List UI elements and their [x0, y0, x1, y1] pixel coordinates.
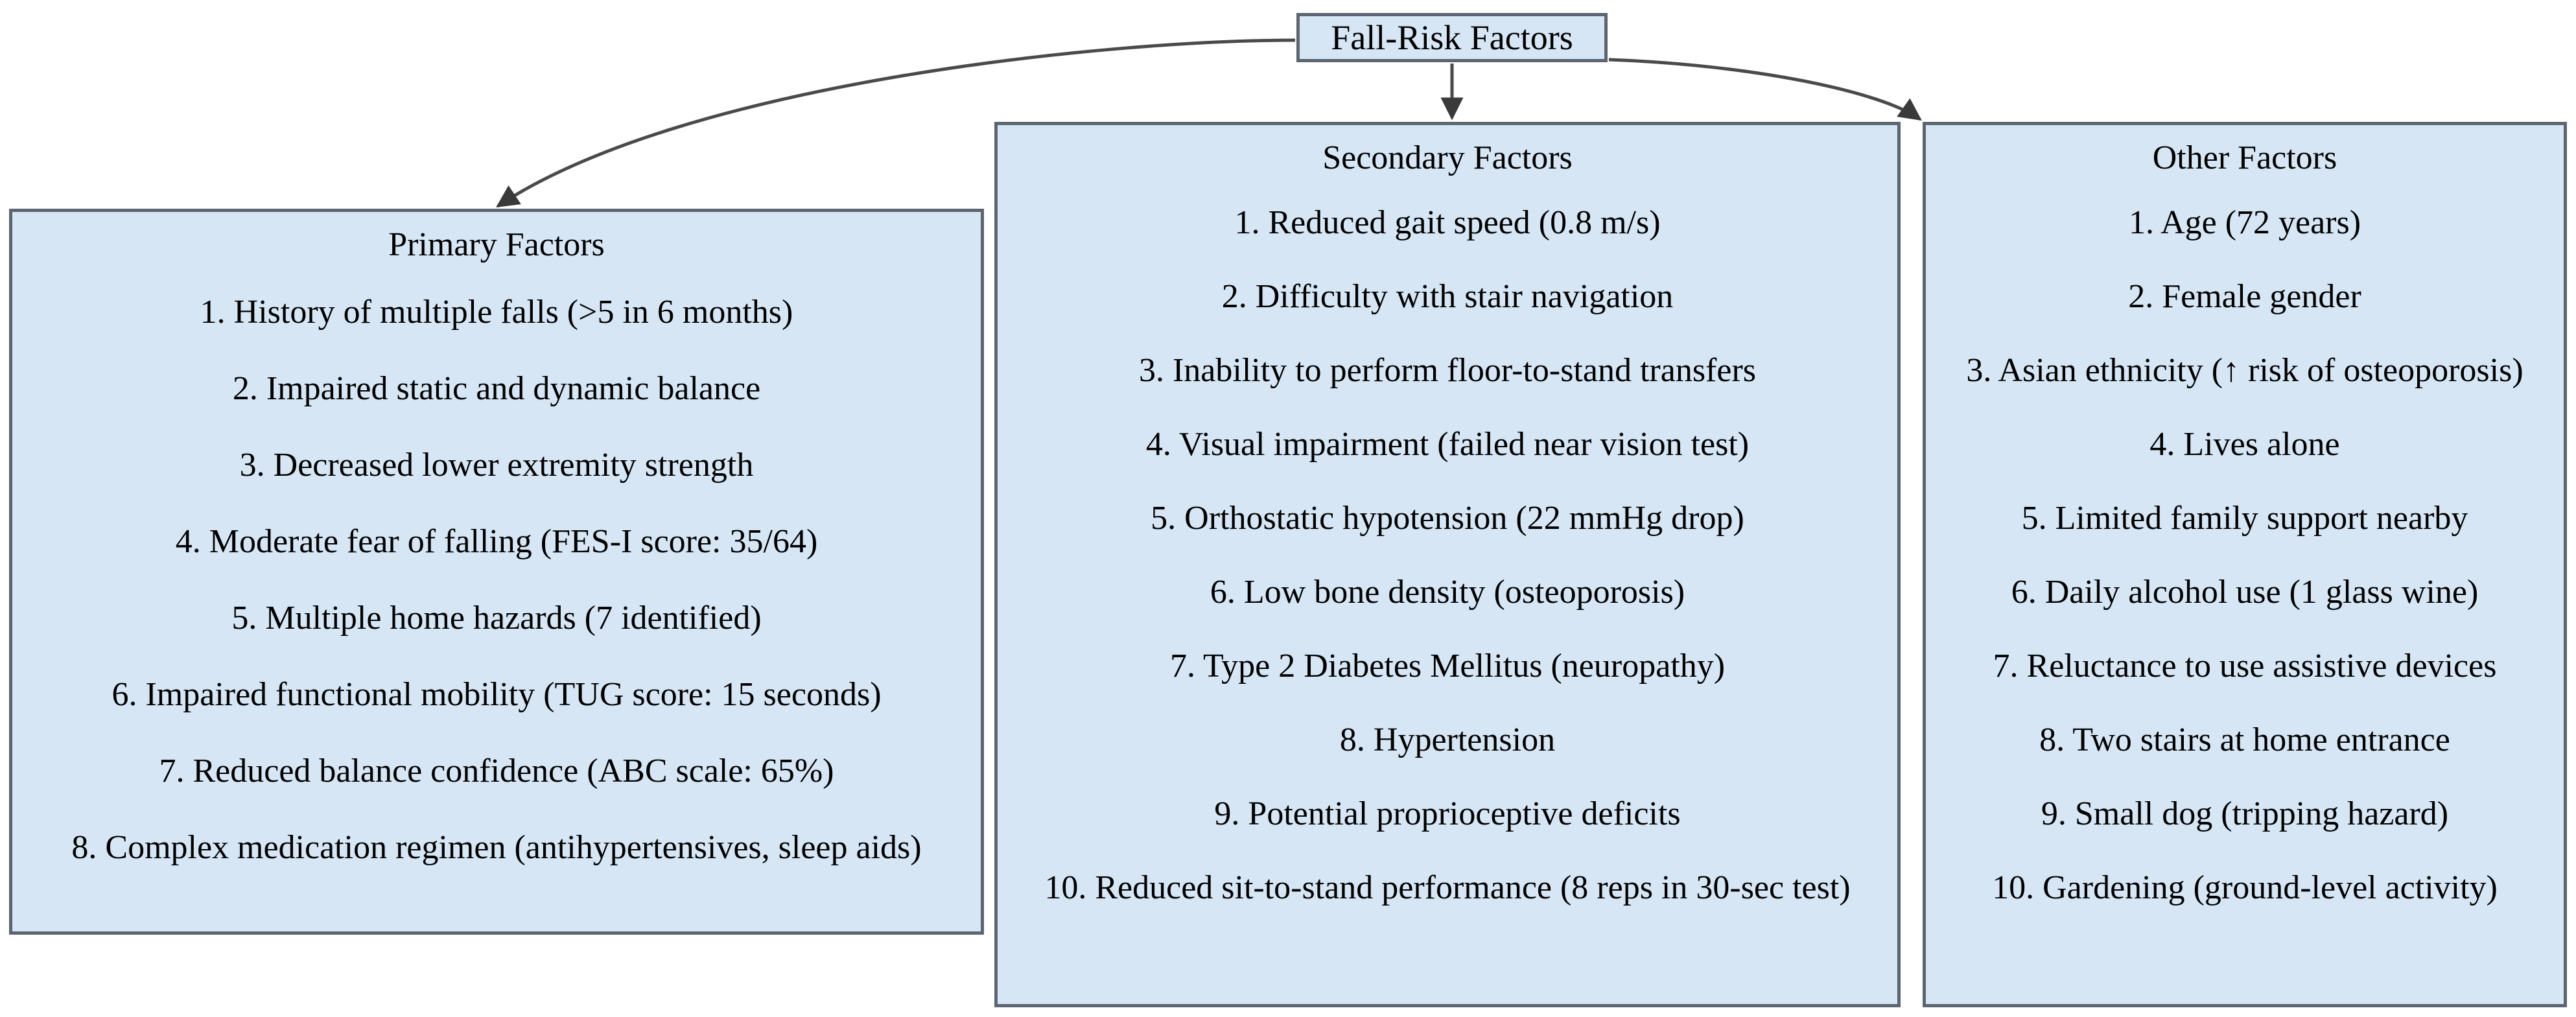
list-item: 7. Reduced balance confidence (ABC scale… [159, 753, 834, 789]
list-item: 4. Visual impairment (failed near vision… [1145, 426, 1750, 463]
list-item: 4. Lives alone [2149, 426, 2340, 463]
list-item: 10. Gardening (ground-level activity) [1992, 869, 2498, 906]
list-item: 7. Type 2 Diabetes Mellitus (neuropathy) [1169, 648, 1726, 684]
list-item: 8. Hypertension [1339, 721, 1556, 758]
node-other-title: Other Factors [2152, 139, 2337, 176]
list-item: 3. Asian ethnicity (↑ risk of osteoporos… [1966, 352, 2523, 389]
list-item: 3. Decreased lower extremity strength [239, 447, 754, 484]
list-item: 8. Two stairs at home entrance [2039, 721, 2450, 758]
node-primary-factors[interactable]: Primary Factors 1. History of multiple f… [9, 209, 984, 935]
list-item: 10. Reduced sit-to-stand performance (8 … [1044, 869, 1851, 906]
list-item: 9. Small dog (tripping hazard) [2041, 795, 2449, 832]
edge-root-to-other [1608, 58, 1922, 121]
node-secondary-factors[interactable]: Secondary Factors 1. Reduced gait speed … [994, 122, 1901, 1007]
list-item: 3. Inability to perform floor-to-stand t… [1138, 352, 1757, 389]
other-factors-list: 1. Age (72 years) 2. Female gender 3. As… [1926, 204, 2564, 943]
list-item: 6. Low bone density (osteoporosis) [1210, 574, 1685, 611]
node-primary-title: Primary Factors [388, 226, 605, 263]
list-item: 7. Reluctance to use assistive devices [1993, 648, 2497, 684]
node-other-factors[interactable]: Other Factors 1. Age (72 years) 2. Femal… [1923, 122, 2567, 1007]
node-secondary-title: Secondary Factors [1322, 139, 1573, 176]
list-item: 6. Daily alcohol use (1 glass wine) [2011, 574, 2479, 611]
list-item: 1. Age (72 years) [2128, 204, 2361, 241]
list-item: 9. Potential proprioceptive deficits [1214, 795, 1681, 832]
list-item: 5. Limited family support nearby [2021, 500, 2468, 537]
list-item: 2. Difficulty with stair navigation [1221, 278, 1674, 315]
list-item: 8. Complex medication regimen (antihyper… [71, 829, 922, 866]
list-item: 2. Impaired static and dynamic balance [232, 370, 761, 407]
list-item: 5. Multiple home hazards (7 identified) [231, 600, 762, 637]
list-item: 5. Orthostatic hypotension (22 mmHg drop… [1151, 500, 1744, 537]
primary-factors-list: 1. History of multiple falls (>5 in 6 mo… [12, 294, 981, 906]
list-item: 2. Female gender [2128, 278, 2361, 315]
node-fall-risk-factors[interactable]: Fall-Risk Factors [1296, 13, 1608, 62]
list-item: 1. Reduced gait speed (0.8 m/s) [1234, 204, 1661, 241]
list-item: 4. Moderate fear of falling (FES-I score… [175, 523, 818, 560]
list-item: 6. Impaired functional mobility (TUG sco… [111, 676, 882, 713]
node-root-title: Fall-Risk Factors [1331, 18, 1573, 57]
list-item: 1. History of multiple falls (>5 in 6 mo… [200, 294, 793, 331]
secondary-factors-list: 1. Reduced gait speed (0.8 m/s) 2. Diffi… [998, 204, 1897, 943]
